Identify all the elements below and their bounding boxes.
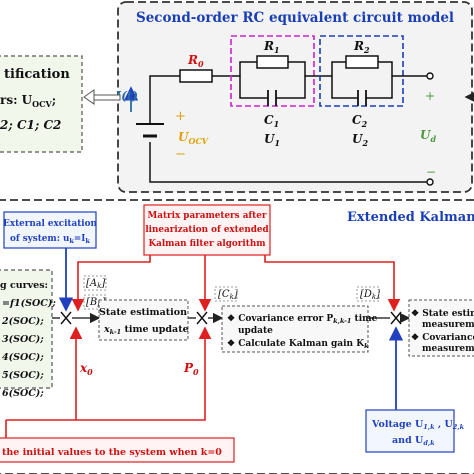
voltage-line1: Voltage U1,k , U2,k [371,419,465,431]
right-line3: ❖ Covariance [411,332,474,343]
ekf-panel: Extended Kalman External excitation of s… [0,199,474,474]
cov-line2: update [238,326,273,336]
curve-3: 3(SOC); [2,334,44,345]
r1-resistor [256,55,289,69]
identification-line2: rs: UOCV; [0,93,56,109]
matrix-line1: Matrix parameters after [148,211,267,221]
r1-label: R1 [263,39,280,55]
battery-minus: − [175,147,186,162]
curve-6: 6(SOC); [2,388,44,399]
curve-2: 2(SOC); [1,316,44,327]
ak-label: [Ak] [86,278,105,290]
r0-label: R0 [187,53,204,69]
circuit-to-identification-arrow [83,89,121,105]
battery-plus: + [175,109,186,124]
cov-line1: ❖ Covariance error Pk,k-1 time [227,313,378,325]
initial-values-text: the initial values to the system when k=… [2,447,222,458]
curve-1: =f1(SOC); [2,298,56,309]
state-estimation-box [98,299,189,341]
terminal-positive [426,72,434,80]
x0-label: x0 [79,361,93,377]
matrix-arrow-1 [71,255,151,312]
matrix-arrow-3 [264,255,401,312]
curve-4: 4(SOC); [2,352,44,363]
p0-arrow [76,326,212,421]
c2-label: C2 [352,113,368,129]
external-excitation-line2: of system: uk=Ik [10,234,90,245]
r2-label: R2 [353,39,370,55]
uocv-label: UOCV [178,130,209,146]
u2-label: U2 [352,132,368,148]
right-line4: measureme [422,344,474,354]
identification-panel: tification rs: UOCV; 2; C1; C2 [0,55,83,153]
state-est-line2: xk-1 time update [103,324,189,336]
rc1-block [230,35,315,107]
ck-label: [Ck] [218,289,238,301]
dk-label: [Dk] [360,289,380,301]
circuit-model-title: Second-order RC equivalent circuit model [136,10,454,26]
p0-label: P0 [183,361,199,377]
identification-line3: 2; C1; C2 [0,118,61,132]
curve-5: 5(SOC); [2,370,44,381]
matrix-line3: Kalman filter algorithm [148,239,266,249]
sum-junction-1 [60,311,72,325]
ud-label: Ud [420,128,436,144]
cov-line3: ❖ Calculate Kalman gain Kk [227,338,369,350]
voltage-line2: and Ud,k [392,435,435,447]
sum-junction-3 [390,311,402,325]
external-excitation-line1: External excitation [3,219,97,229]
r2-resistor [345,55,379,69]
identification-line1: tification [4,67,70,82]
ekf-title: Extended Kalman [347,210,474,225]
ud-plus: + [425,89,435,103]
state-est-line1: State estimation [99,307,187,318]
matrix-params-box [143,204,271,256]
sum-junction-2 [196,311,208,325]
voltage-box [365,409,455,453]
ud-minus: − [426,165,436,179]
initial-values-box [0,437,235,463]
right-line1: ❖ State estim [411,308,474,319]
curve-0: g curves: [0,280,48,291]
u1-label: U1 [264,132,280,148]
r0-resistor [179,69,213,83]
covariance-box [221,305,369,353]
terminal-negative [426,178,434,186]
c1-label: C1 [264,113,279,129]
right-line2: measureme [422,320,474,330]
curves-box [0,269,53,389]
rc2-block [319,35,404,107]
circuit-model-panel: Second-order RC equivalent circuit model… [114,1,473,193]
matrix-line2: linearization of extended [145,225,268,235]
external-excitation-box [3,211,97,249]
measurement-update-box [408,299,474,357]
